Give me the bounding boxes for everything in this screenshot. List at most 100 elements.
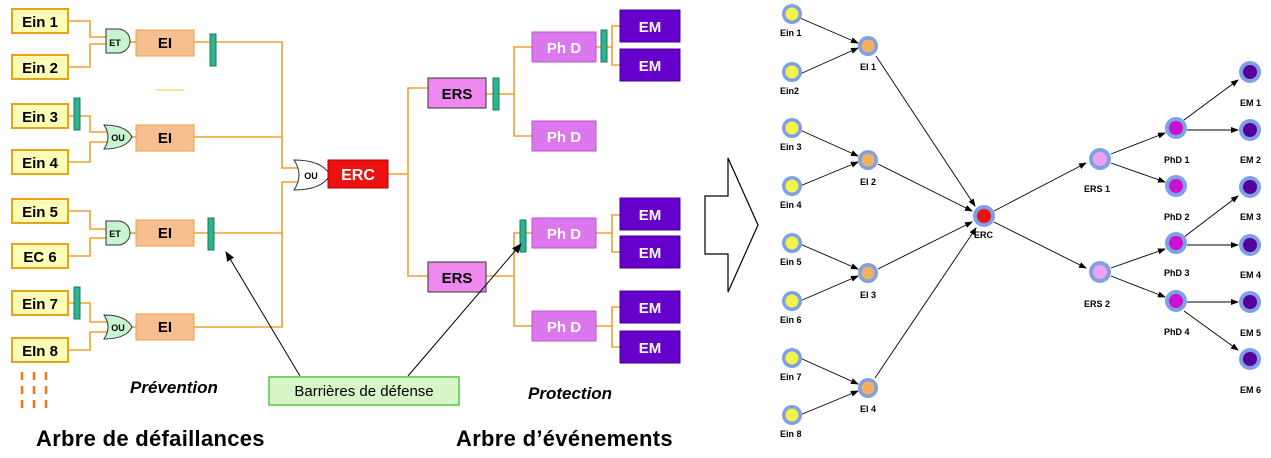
graph-node-ers: ERS 2 <box>1084 261 1111 309</box>
input-box: Ein 3 <box>11 103 69 129</box>
event-graph-inputs: Ein 1 Ein2 Ein 3 Ein 4 Ein 5 Ein 6 Ein 7… <box>780 4 802 439</box>
barrier-bar <box>207 217 215 251</box>
svg-text:Ein2: Ein2 <box>780 86 799 96</box>
svg-text:EM 1: EM 1 <box>1240 98 1261 108</box>
em-box: EM <box>619 197 681 231</box>
em-box: EM <box>619 235 681 269</box>
svg-text:EI 1: EI 1 <box>860 62 876 72</box>
graph-node-em: EM 5 <box>1239 291 1261 338</box>
central-or-gate: OU <box>293 159 331 191</box>
svg-text:EM 4: EM 4 <box>1240 270 1261 280</box>
graph-node-input: Ein 3 <box>780 118 802 152</box>
svg-text:EM: EM <box>639 245 662 262</box>
input-box: Ein 5 <box>11 198 69 224</box>
svg-text:EI 3: EI 3 <box>860 290 876 300</box>
svg-text:ERS: ERS <box>442 270 473 287</box>
svg-text:ET: ET <box>109 38 121 48</box>
barrier-pointer-arrow <box>407 243 522 377</box>
svg-text:Ein 7: Ein 7 <box>780 372 802 382</box>
svg-text:EI: EI <box>158 319 172 336</box>
graph-node-ei: EI 2 <box>858 150 878 187</box>
em-box: EM <box>619 330 681 364</box>
svg-text:OU: OU <box>111 323 125 333</box>
fault-tree-title: Arbre de défaillances <box>36 426 265 451</box>
svg-text:PhD 3: PhD 3 <box>1164 268 1190 278</box>
svg-text:EM: EM <box>639 58 662 75</box>
barrier-bar <box>73 286 81 320</box>
svg-text:EI: EI <box>158 130 172 147</box>
phd-box: Ph D <box>531 31 597 63</box>
ei-box: EI <box>135 124 195 152</box>
graph-node-input: Ein 5 <box>780 233 802 267</box>
input-box: EIn 8 <box>11 337 69 363</box>
input-box: Ein 4 <box>11 149 69 175</box>
barrier-bar <box>492 77 500 111</box>
transform-arrow <box>704 157 759 293</box>
barrier-bar <box>600 29 608 63</box>
svg-text:EI 2: EI 2 <box>860 177 876 187</box>
barrier-label: Barrières de défense <box>268 376 460 406</box>
svg-text:Ein 4: Ein 4 <box>780 200 802 210</box>
graph-node-ei: EI 4 <box>858 378 878 414</box>
barrier-bar <box>519 219 527 253</box>
barrier-bar <box>209 33 217 67</box>
em-box: EM <box>619 9 681 43</box>
graph-node-input: Ein 7 <box>780 348 802 382</box>
svg-text:Ein 4: Ein 4 <box>22 155 59 172</box>
svg-text:EM 5: EM 5 <box>1240 328 1261 338</box>
ei-box: EI <box>135 313 195 341</box>
ers-box: ERS <box>427 77 487 109</box>
svg-text:PhD 2: PhD 2 <box>1164 212 1190 222</box>
graph-node-em: EM 4 <box>1239 234 1261 280</box>
svg-text:ET: ET <box>109 229 121 239</box>
svg-text:Ein 7: Ein 7 <box>22 296 58 313</box>
graph-node-input: Ein 8 <box>780 405 802 439</box>
graph-node-phd: PhD 1 <box>1164 117 1190 165</box>
svg-text:ERC: ERC <box>341 167 375 184</box>
protection-label: Protection <box>528 384 613 403</box>
continuation-marks <box>20 372 48 408</box>
graph-node-phd: PhD 4 <box>1164 290 1190 337</box>
svg-text:EM: EM <box>639 19 662 36</box>
and-gate: ET <box>105 28 131 54</box>
graph-node-em: EM 2 <box>1239 119 1261 165</box>
svg-text:EI 4: EI 4 <box>860 404 876 414</box>
graph-node-phd: PhD 3 <box>1164 232 1190 278</box>
phd-box: Ph D <box>531 310 597 342</box>
graph-node-em: EM 3 <box>1239 176 1261 222</box>
prevention-label: Prévention <box>130 378 218 397</box>
svg-text:Ein 5: Ein 5 <box>780 257 802 267</box>
svg-text:Ein 3: Ein 3 <box>22 109 58 126</box>
ei-box: EI <box>135 219 195 247</box>
graph-node-em: EM 6 <box>1239 348 1261 395</box>
svg-text:EM: EM <box>639 207 662 224</box>
svg-text:OU: OU <box>304 171 318 181</box>
event-graph-edges <box>799 17 1239 416</box>
em-box: EM <box>619 290 681 324</box>
erc-box: ERC <box>327 159 389 189</box>
graph-node-ei: EI 1 <box>858 36 878 72</box>
graph-node-phd: PhD 2 <box>1164 175 1190 222</box>
graph-node-input: Ein 6 <box>780 291 802 325</box>
svg-text:PhD 4: PhD 4 <box>1164 327 1190 337</box>
svg-text:Ph D: Ph D <box>547 40 581 57</box>
svg-text:Ein 6: Ein 6 <box>780 315 802 325</box>
svg-text:Ein 5: Ein 5 <box>22 204 58 221</box>
ers-box: ERS <box>427 261 487 293</box>
svg-text:EC 6: EC 6 <box>23 249 56 266</box>
svg-text:Ph D: Ph D <box>547 129 581 146</box>
svg-text:EM 6: EM 6 <box>1240 385 1261 395</box>
svg-text:PhD 1: PhD 1 <box>1164 155 1190 165</box>
ei-box: EI <box>135 29 195 57</box>
em-box: EM <box>619 48 681 82</box>
graph-node-em: EM 1 <box>1239 61 1261 108</box>
event-graph-intermediates: EI 1 EI 2 EI 3 EI 4 <box>858 36 878 414</box>
and-gate: ET <box>105 220 131 246</box>
svg-text:EM: EM <box>639 300 662 317</box>
svg-text:EIn 8: EIn 8 <box>22 343 58 360</box>
svg-text:ERS: ERS <box>442 86 473 103</box>
svg-text:EI: EI <box>158 35 172 52</box>
svg-text:EM 2: EM 2 <box>1240 155 1261 165</box>
svg-text:ERS 1: ERS 1 <box>1084 184 1110 194</box>
